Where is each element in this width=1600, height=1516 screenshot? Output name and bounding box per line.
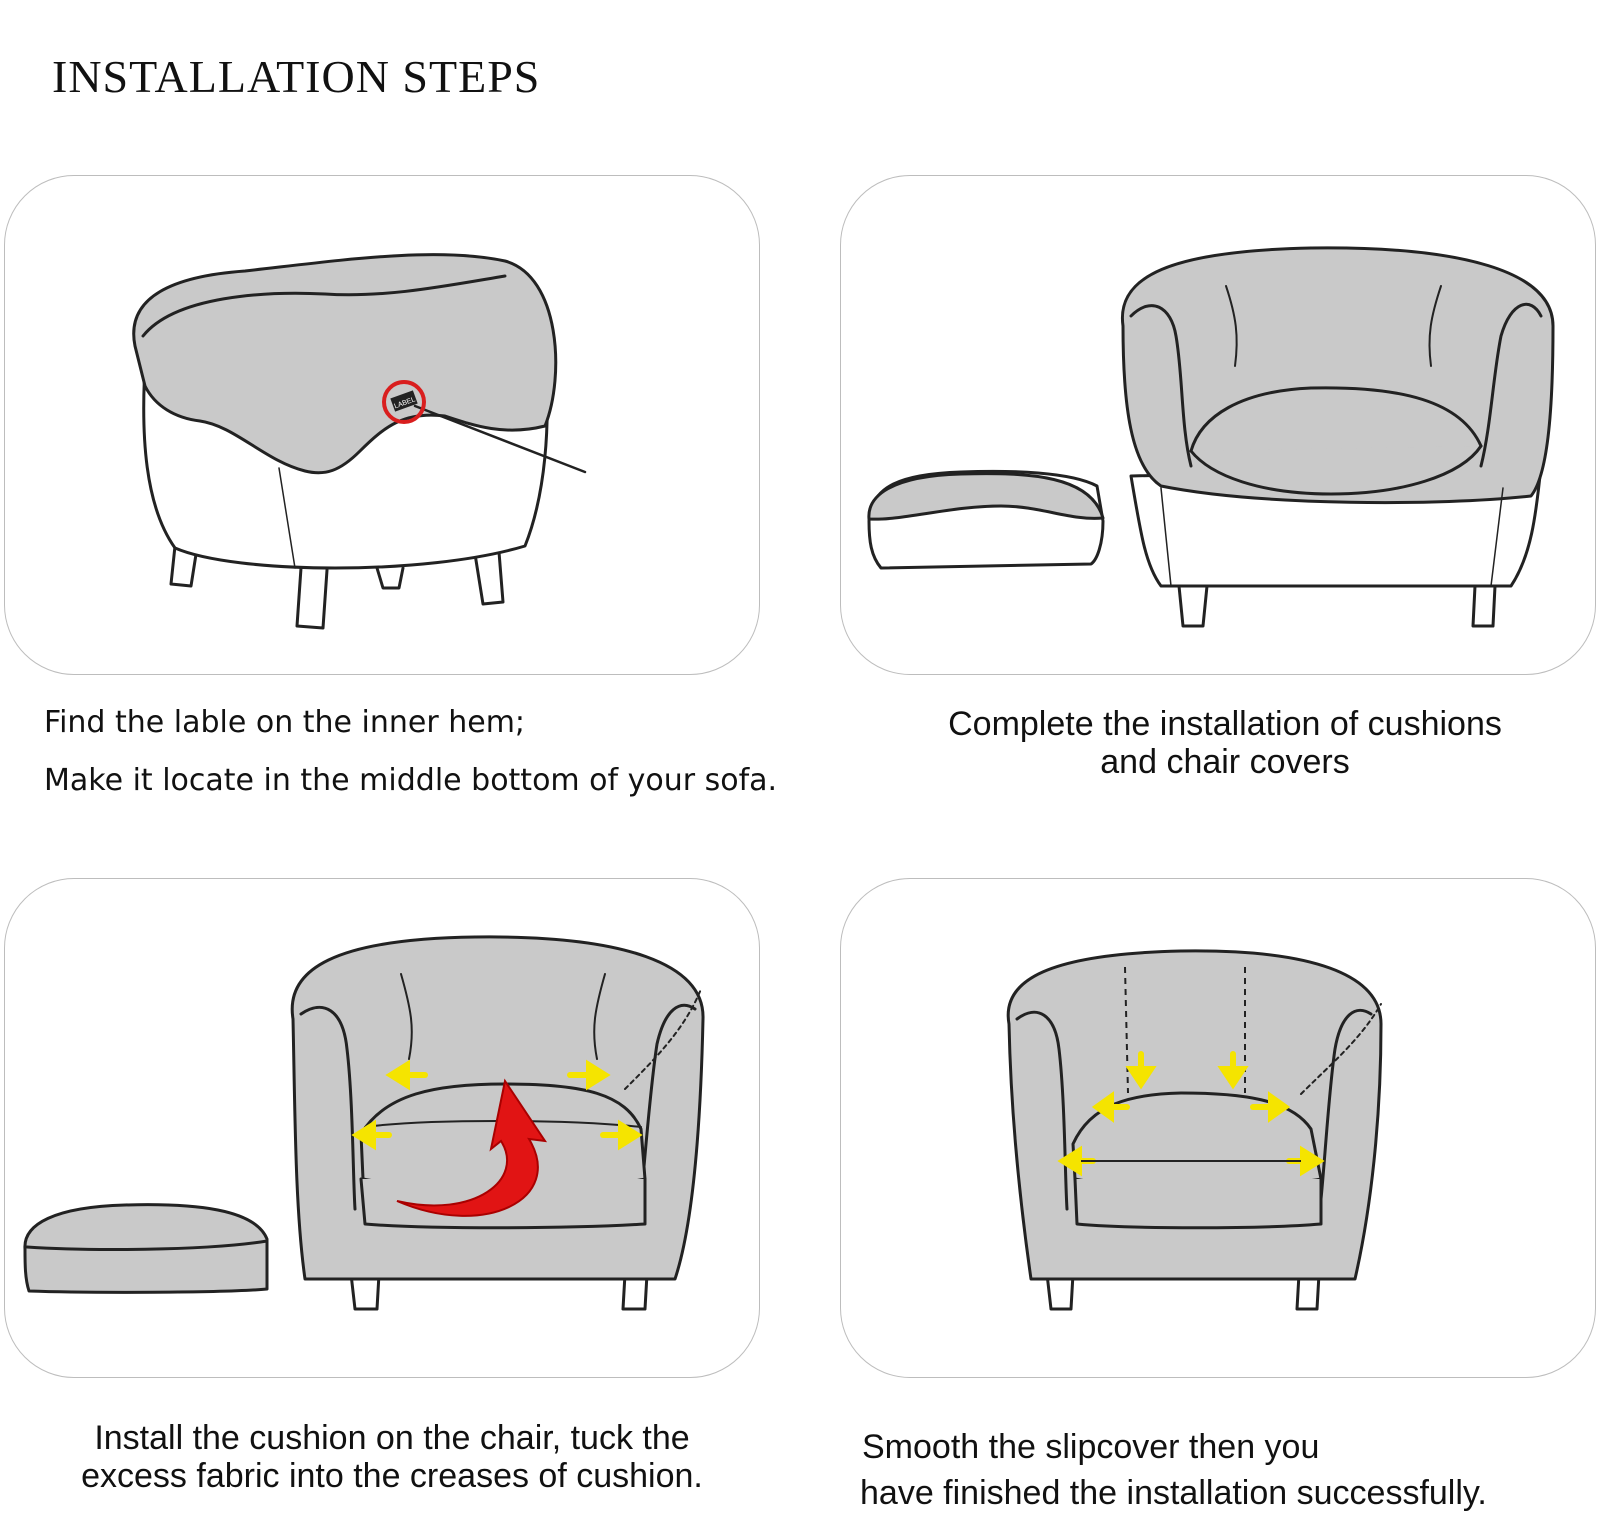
step-2-illustration-card bbox=[840, 175, 1596, 675]
step-2-caption-line-2: and chair covers bbox=[1100, 743, 1350, 781]
stretch-arrows bbox=[351, 1059, 643, 1151]
label-highlight-circle bbox=[382, 380, 426, 424]
tuck-red-arrow bbox=[396, 1078, 548, 1217]
ottoman-with-cover-illustration: LABEL bbox=[132, 253, 587, 630]
covered-chair-and-cushion-illustration bbox=[867, 246, 1555, 628]
step-3-caption: Install the cushion on the chair, tuck t… bbox=[18, 1419, 766, 1495]
step-1-caption-line-1: Find the lable on the inner hem; bbox=[44, 705, 526, 740]
step-3-caption-line-1: Install the cushion on the chair, tuck t… bbox=[94, 1419, 690, 1457]
step-2-caption-line-1: Complete the installation of cushions bbox=[948, 705, 1502, 743]
step-4-caption: Smooth the slipcover then you have finis… bbox=[860, 1424, 1487, 1516]
step-3-illustration-card bbox=[4, 878, 760, 1378]
step-1-illustration-card: LABEL bbox=[4, 175, 760, 675]
step-1-caption: Find the lable on the inner hem; Make it… bbox=[44, 694, 777, 810]
step-3-caption-line-2: excess fabric into the creases of cushio… bbox=[81, 1457, 703, 1495]
cushion-tuck-illustration bbox=[23, 935, 705, 1311]
step-1-caption-line-2: Make it locate in the middle bottom of y… bbox=[44, 763, 778, 798]
step-4-caption-line-2: have finished the installation successfu… bbox=[860, 1474, 1487, 1512]
finished-chair-illustration bbox=[1006, 949, 1383, 1311]
page-title: INSTALLATION STEPS bbox=[52, 51, 541, 102]
step-4-illustration-card bbox=[840, 878, 1596, 1378]
step-4-caption-line-1: Smooth the slipcover then you bbox=[862, 1428, 1320, 1466]
step-2-caption: Complete the installation of cushions an… bbox=[880, 705, 1570, 781]
